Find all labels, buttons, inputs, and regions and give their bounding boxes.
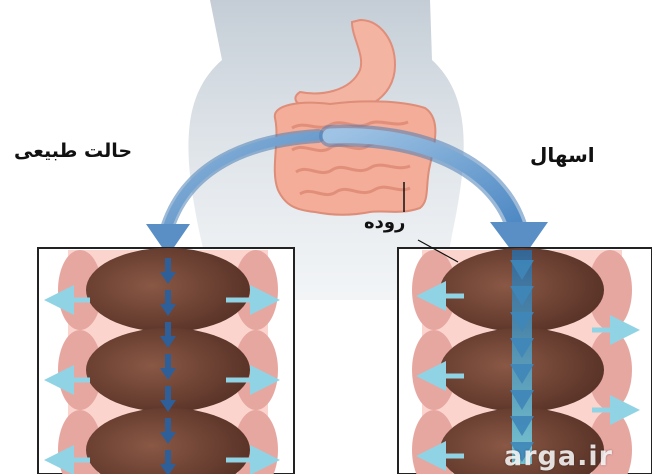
intestine-label: روده [364, 212, 405, 233]
normal-state-label: حالت طبیعی [14, 140, 132, 162]
watermark: arga.ir [504, 441, 613, 472]
normal-colon-panel [38, 248, 294, 474]
diarrhea-label: اسهال [530, 143, 595, 167]
intestine-illustration [275, 101, 436, 214]
